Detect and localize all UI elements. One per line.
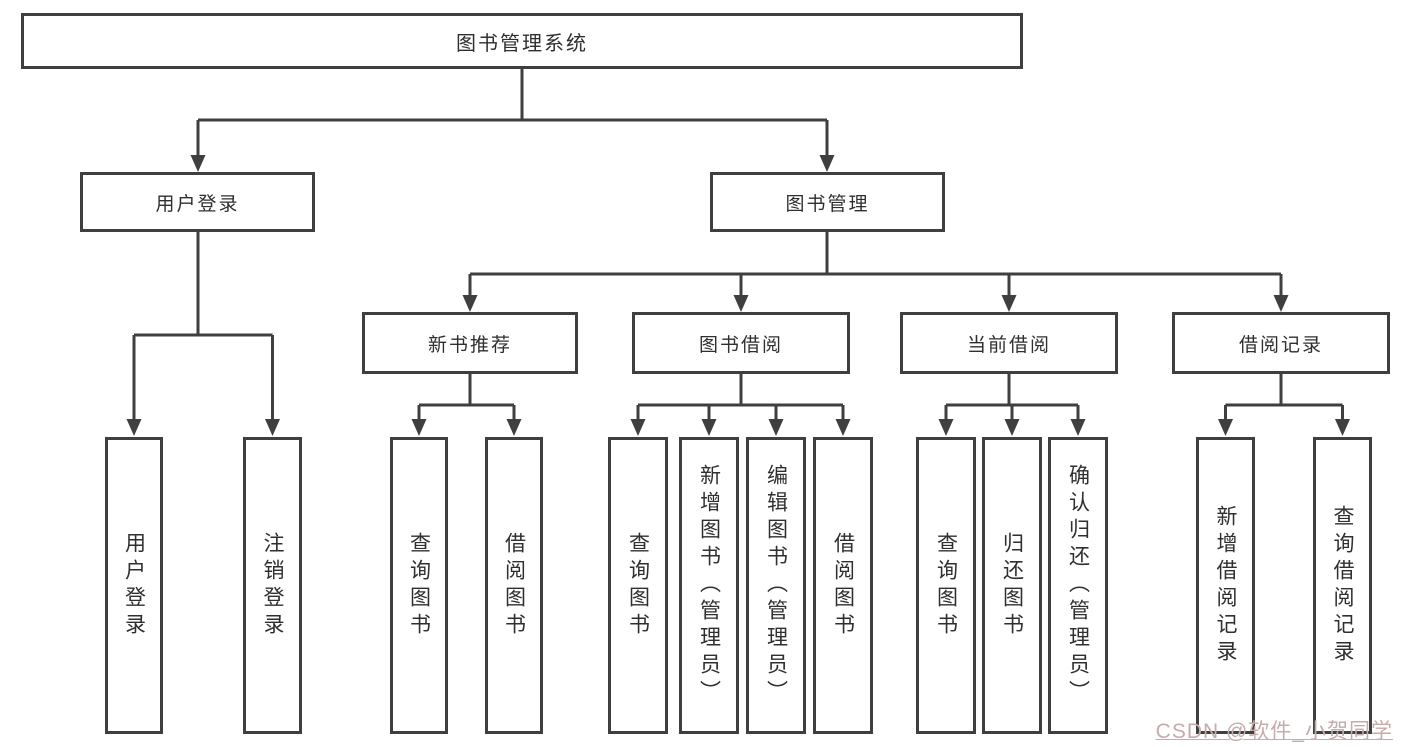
node-book-management-label: 图书管理: [785, 193, 870, 215]
leaf-edit-books-admin-label: 编辑图书（管理员）: [764, 464, 788, 707]
leaf-borrow-books-recommend-label: 借阅图书: [502, 531, 526, 640]
leaf-logout: 注销登录: [243, 437, 302, 734]
leaf-confirm-return-admin-label: 确认归还（管理员）: [1066, 464, 1090, 707]
node-book-borrowing: 图书借阅: [632, 312, 850, 374]
leaf-borrow-books-recommend: 借阅图书: [485, 437, 543, 734]
node-current-borrowing: 当前借阅: [900, 312, 1118, 374]
leaf-logout-label: 注销登录: [261, 531, 284, 640]
leaf-borrow-books-borrowing: 借阅图书: [813, 437, 873, 734]
leaf-return-books: 归还图书: [982, 437, 1042, 734]
leaf-edit-books-admin: 编辑图书（管理员）: [746, 437, 806, 734]
node-user-login-label: 用户登录: [155, 193, 240, 215]
node-borrowing-records-label: 借阅记录: [1238, 334, 1323, 356]
leaf-add-borrow-record-label: 新增借阅记录: [1214, 504, 1237, 667]
leaf-query-books-borrowing: 查询图书: [608, 437, 668, 734]
node-user-login: 用户登录: [80, 172, 315, 232]
node-library-system-label: 图书管理系统: [456, 32, 588, 55]
leaf-query-books-borrowing-label: 查询图书: [626, 531, 650, 640]
node-current-borrowing-label: 当前借阅: [966, 334, 1051, 356]
node-new-book-recommendation-label: 新书推荐: [427, 334, 512, 356]
leaf-user-login: 用户登录: [105, 437, 163, 734]
node-library-system: 图书管理系统: [21, 13, 1023, 69]
node-new-book-recommendation: 新书推荐: [362, 312, 578, 374]
leaf-query-borrow-record-label: 查询借阅记录: [1331, 504, 1354, 667]
leaf-query-borrow-record: 查询借阅记录: [1313, 437, 1372, 734]
node-book-management: 图书管理: [710, 172, 945, 232]
leaf-confirm-return-admin: 确认归还（管理员）: [1048, 437, 1108, 734]
csdn-watermark: CSDN @软件_小贺同学: [1155, 720, 1393, 743]
leaf-return-books-label: 归还图书: [1000, 531, 1024, 640]
leaf-borrow-books-borrowing-label: 借阅图书: [831, 531, 855, 640]
leaf-add-books-admin-label: 新增图书（管理员）: [697, 464, 721, 707]
leaf-query-books-recommend-label: 查询图书: [407, 531, 431, 640]
leaf-add-borrow-record: 新增借阅记录: [1196, 437, 1255, 734]
node-book-borrowing-label: 图书借阅: [698, 334, 783, 356]
leaf-user-login-label: 用户登录: [122, 531, 146, 640]
arrowheads: [126, 155, 1350, 436]
leaf-add-books-admin: 新增图书（管理员）: [679, 437, 739, 734]
leaf-query-books-current-label: 查询图书: [934, 531, 958, 640]
node-borrowing-records: 借阅记录: [1172, 312, 1390, 374]
leaf-query-books-recommend: 查询图书: [390, 437, 448, 734]
leaf-query-books-current: 查询图书: [916, 437, 976, 734]
